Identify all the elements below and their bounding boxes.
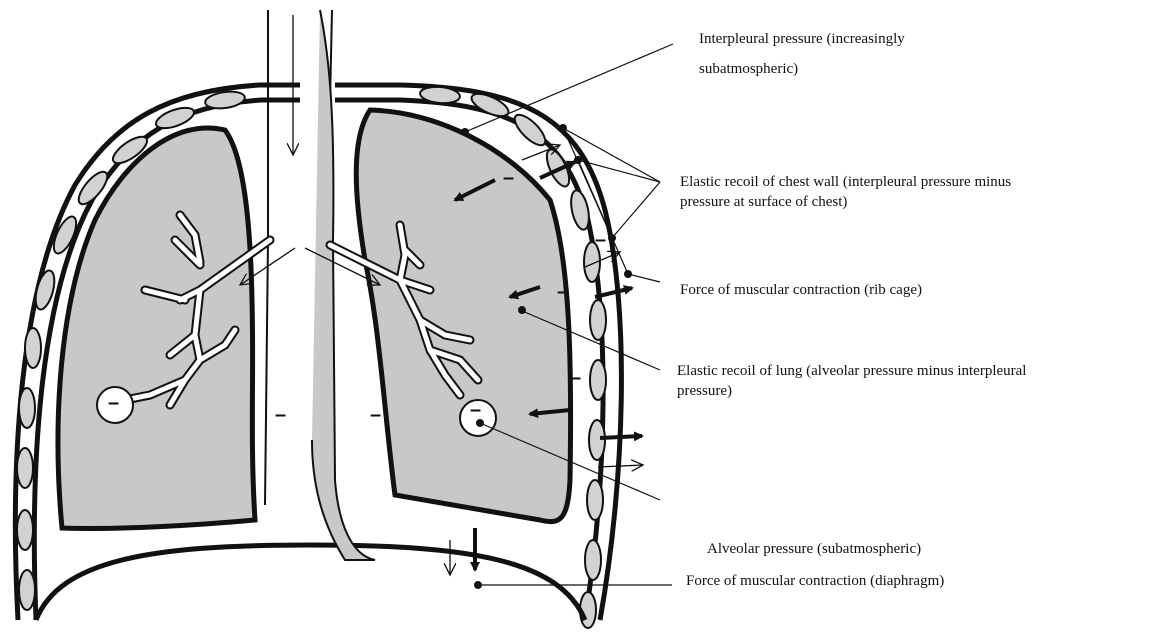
minus-sign: – (275, 405, 286, 425)
right-lung (356, 110, 570, 522)
chest-wall-recoil-line2: pressure at surface of chest) (680, 192, 1011, 212)
minus-sign: – (503, 168, 514, 188)
minus-sign: – (463, 497, 474, 517)
minus-sign: – (470, 400, 481, 420)
minus-sign: – (595, 230, 606, 250)
lung-recoil-label: Elastic recoil of lung (alveolar pressur… (677, 361, 1026, 401)
muscle-arrow-lower (600, 436, 642, 438)
esophagus (312, 10, 375, 560)
minus-sign: – (557, 282, 568, 302)
interpleural-pressure-line2: subatmospheric) (699, 54, 905, 84)
chest-wall-recoil-label: Elastic recoil of chest wall (interpleur… (680, 172, 1011, 212)
diaphragm (36, 545, 585, 620)
rib-cage-force-label: Force of muscular contraction (rib cage) (680, 280, 922, 302)
lung-recoil-line2: pressure) (677, 381, 1026, 401)
lung-recoil-line1: Elastic recoil of lung (alveolar pressur… (677, 361, 1026, 381)
interpleural-pressure-line1: Interpleural pressure (increasingly (699, 24, 905, 54)
alveolar-pressure-label: Alveolar pressure (subatmospheric) (707, 539, 921, 561)
minus-sign: – (108, 393, 119, 413)
minus-sign: – (370, 405, 381, 425)
interpleural-pressure-label: Interpleural pressure (increasingly suba… (699, 24, 905, 84)
diaphragm-force-label: Force of muscular contraction (diaphragm… (686, 571, 944, 593)
chest-wall-recoil-line1: Elastic recoil of chest wall (interpleur… (680, 172, 1011, 192)
minus-sign: – (570, 368, 581, 388)
